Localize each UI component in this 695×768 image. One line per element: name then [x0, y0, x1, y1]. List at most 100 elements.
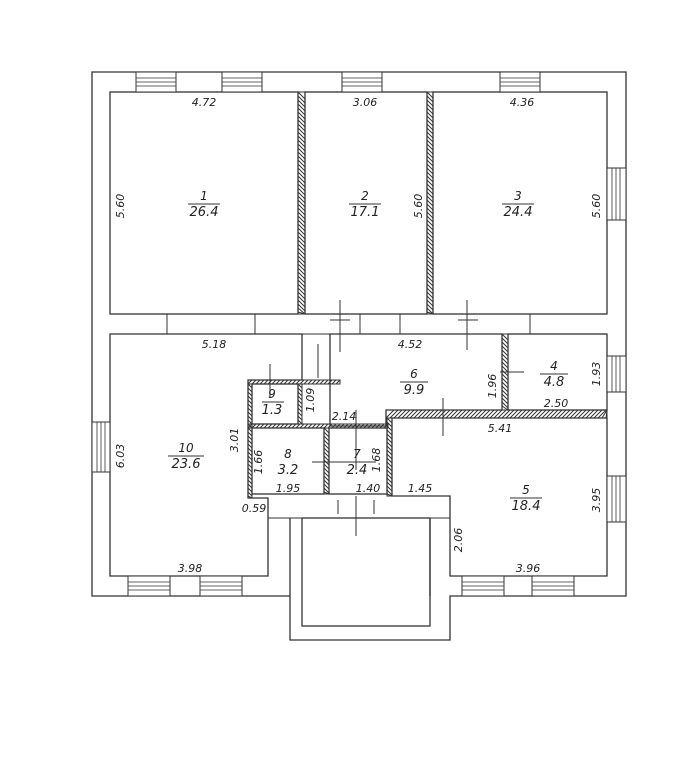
- wall-hatch-line: [426, 151, 434, 159]
- dim-r4-bottom: 2.50: [544, 397, 569, 410]
- wall-10-left: [247, 383, 253, 499]
- wall-hatch-line: [247, 379, 253, 385]
- wall-hatch-line: [386, 461, 393, 468]
- wall-hatch-line: [297, 235, 306, 244]
- room-10-number: 10: [178, 441, 194, 455]
- wall-hatch-line: [501, 409, 511, 419]
- wall-hatch-line: [501, 369, 509, 377]
- dim-r5-left: 2.06: [452, 528, 465, 553]
- dim-r5-bottom: 3.96: [516, 562, 541, 575]
- wall-hatch-line: [501, 385, 509, 393]
- room-2-area: 17.1: [351, 205, 380, 220]
- dim-r10-top: 5.18: [202, 338, 227, 351]
- dim-corner: 0.59: [242, 502, 267, 515]
- wall-hatch-line: [473, 409, 483, 419]
- wall-hatch-line: [501, 333, 509, 341]
- wall-hatch-line: [425, 409, 435, 419]
- wall-hatch-line: [521, 409, 531, 419]
- wall-hatch-line: [386, 477, 393, 484]
- wall-hatch-line: [291, 423, 297, 429]
- wall-hatch-line: [297, 207, 306, 216]
- door-marks: [269, 300, 524, 536]
- wall-hatch-line: [501, 377, 509, 385]
- wall-hatch-line: [283, 423, 289, 429]
- room-6-number: 6: [410, 367, 418, 381]
- room-7-area: 2.4: [347, 463, 368, 478]
- wall-hatch-line: [299, 423, 305, 429]
- wall-hatch-line: [501, 345, 509, 353]
- wall-hatch-line: [247, 479, 253, 485]
- wall-hatch-line: [405, 409, 415, 419]
- wall-hatch-line: [426, 303, 434, 311]
- wall-hatch-line: [247, 471, 253, 477]
- wall-hatch-line: [247, 419, 253, 425]
- wall-hatch-line: [247, 463, 253, 469]
- wall-hatch-line: [386, 429, 393, 436]
- wall-hatch-line: [426, 123, 434, 131]
- wall-hatch-line: [426, 143, 434, 151]
- wall-hatch-line: [426, 307, 434, 315]
- room-5-outline: [391, 417, 608, 577]
- wall-hatch-line: [297, 407, 303, 413]
- wall-hatch-line: [501, 365, 509, 373]
- wall-hatch-line: [271, 423, 277, 429]
- wall-hatch-line: [247, 415, 253, 421]
- dim-r8-bottom: 1.95: [276, 482, 301, 495]
- wall-hatch-line: [426, 287, 434, 295]
- wall-hatch-line: [426, 195, 434, 203]
- wall-hatch-line: [375, 423, 381, 429]
- wall-hatch-line: [386, 421, 393, 428]
- wall-hatch-line: [297, 275, 306, 284]
- wall-9-top: [247, 379, 341, 385]
- wall-hatch-line: [386, 437, 393, 444]
- room-1-number: 1: [200, 189, 208, 203]
- wall-hatch-line: [247, 439, 253, 445]
- wall-hatch-line: [297, 291, 306, 300]
- wall-hatch-line: [297, 107, 306, 116]
- room-3-area: 24.4: [504, 205, 533, 220]
- wall-hatch-line: [426, 155, 434, 163]
- wall-hatch-line: [247, 391, 253, 397]
- wall-hatch-line: [287, 379, 293, 385]
- wall-hatch-line: [565, 409, 575, 419]
- wall-hatch-line: [323, 451, 330, 458]
- wall-hatch-line: [297, 279, 306, 288]
- wall-hatch-line: [297, 283, 306, 292]
- wall-hatch-line: [297, 383, 303, 389]
- wall-hatch-line: [297, 103, 306, 112]
- wall-hatch-line: [311, 423, 317, 429]
- wall-hatch-line: [297, 251, 306, 260]
- wall-hatch-line: [573, 409, 583, 419]
- wall-hatch-line: [393, 409, 403, 419]
- wall-hatch-line: [247, 423, 253, 429]
- wall-hatch-line: [409, 409, 419, 419]
- wall-hatch-line: [386, 489, 393, 496]
- wall-hatch-line: [331, 379, 337, 385]
- wall-hatch-line: [426, 215, 434, 223]
- wall-hatch-line: [323, 467, 330, 474]
- dim-r5-top: 5.41: [488, 422, 513, 435]
- wall-hatch-line: [593, 409, 603, 419]
- wall-hatch-line: [297, 155, 306, 164]
- room-10-outline: [109, 333, 303, 577]
- wall-hatch-line: [297, 307, 306, 315]
- wall-hatch-line: [247, 431, 253, 437]
- window: [606, 355, 627, 393]
- wall-hatch-line: [297, 159, 306, 168]
- wall-hatch-line: [501, 397, 509, 405]
- wall-hatch-line: [557, 409, 567, 419]
- wall-hatch-line: [275, 379, 281, 385]
- wall-hatch-line: [577, 409, 587, 419]
- outer-wall-outer-line: [91, 71, 627, 641]
- wall-hatch-line: [386, 481, 393, 488]
- wall-hatch-line: [297, 91, 306, 100]
- wall-hatch-line: [255, 423, 261, 429]
- wall-hatch-line: [297, 391, 303, 397]
- wall-hatch-line: [297, 223, 306, 232]
- wall-hatch-line: [247, 407, 253, 413]
- dim-r9-left: 3.01: [228, 428, 241, 453]
- wall-hatch-line: [339, 423, 345, 429]
- wall-hatch-line: [426, 95, 434, 103]
- window: [606, 167, 627, 221]
- wall-hatch-line: [359, 423, 365, 429]
